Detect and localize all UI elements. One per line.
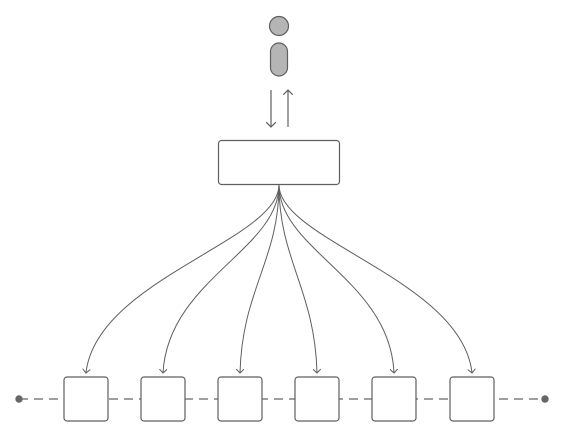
bottom-node-4 (294, 376, 340, 422)
central-box (217, 139, 341, 186)
bottom-node-5 (371, 376, 417, 422)
timeline-end-dot-icon (541, 395, 549, 403)
bottom-node-6 (449, 376, 495, 422)
curve-to-node-3 (240, 184, 280, 373)
bottom-node-1 (63, 376, 109, 422)
person-body (269, 42, 289, 77)
person-icon (268, 15, 290, 77)
central-box-group (217, 139, 341, 186)
timeline-start-dot-icon (15, 395, 23, 403)
updown-arrows (271, 90, 288, 127)
curve-to-node-1 (86, 184, 280, 373)
curve-to-node-4 (278, 184, 317, 373)
curve-to-node-5 (278, 184, 394, 373)
bottom-node-3 (217, 376, 263, 422)
curve-to-node-2 (163, 184, 280, 373)
fan-curves (86, 184, 472, 373)
curve-to-node-6 (278, 184, 472, 373)
bottom-nodes (63, 376, 495, 422)
person-head (268, 15, 290, 37)
bottom-node-2 (140, 376, 186, 422)
